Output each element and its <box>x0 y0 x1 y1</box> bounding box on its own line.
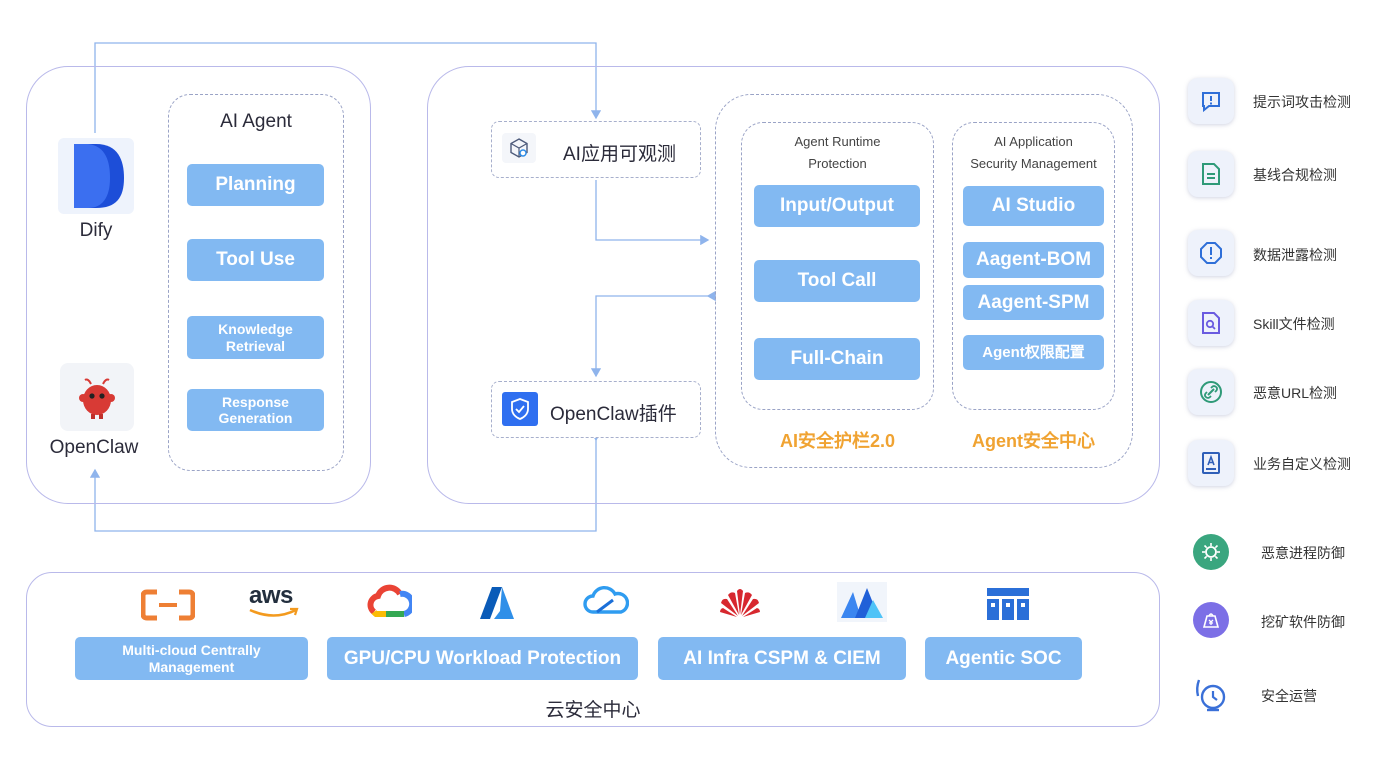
runtime-title-line1: Agent Runtime <box>794 134 881 149</box>
response-generation-button[interactable]: Response Generation <box>187 389 324 431</box>
app-security-box <box>952 122 1115 410</box>
cloud-security-center-title: 云安全中心 <box>545 700 641 721</box>
client-panel <box>26 66 371 504</box>
aws-logo-text: aws <box>249 582 293 609</box>
input-output-button[interactable]: Input/Output <box>754 185 920 227</box>
ai-agent-box <box>168 94 344 471</box>
runtime-protection-box <box>741 122 934 410</box>
aws-logo: aws <box>238 572 308 620</box>
ai-agent-title: AI Agent <box>220 111 292 132</box>
ai-infra-cspm-ciem-button[interactable]: AI Infra CSPM & CIEM <box>658 637 906 680</box>
side-feature-label: 数据泄露检测 <box>1253 247 1337 263</box>
google-cloud-logo <box>366 582 412 620</box>
openclaw-label: OpenClaw <box>49 437 139 458</box>
agent-bom-button[interactable]: Aagent-BOM <box>963 242 1104 278</box>
mining-icon[interactable] <box>1193 602 1229 638</box>
observability-to-guardrail-line <box>595 180 710 246</box>
side-feature-label: 业务自定义检测 <box>1253 456 1351 472</box>
gpu-cpu-workload-button[interactable]: GPU/CPU Workload Protection <box>327 637 638 680</box>
file-search-icon[interactable] <box>1188 300 1234 346</box>
plugin-to-guardrail-line <box>590 290 716 378</box>
azure-logo <box>478 585 516 621</box>
chat-alert-icon[interactable] <box>1188 78 1234 124</box>
side-feature-label: 基线合规检测 <box>1253 167 1337 183</box>
agent-spm-button[interactable]: Aagent-SPM <box>963 285 1104 320</box>
side-feature-label: 挖矿软件防御 <box>1261 614 1345 630</box>
full-chain-button[interactable]: Full-Chain <box>754 338 920 380</box>
huawei-cloud-logo <box>717 585 763 621</box>
tool-call-button[interactable]: Tool Call <box>754 260 920 302</box>
ai-studio-button[interactable]: AI Studio <box>963 186 1104 226</box>
side-feature-label: 安全运营 <box>1261 688 1317 704</box>
tool-use-button[interactable]: Tool Use <box>187 239 324 281</box>
volcengine-logo <box>837 582 887 622</box>
dify-label: Dify <box>79 220 113 241</box>
plugin-to-openclaw-line <box>89 432 602 532</box>
agentic-soc-logo <box>986 587 1030 621</box>
side-feature-label: 恶意URL检测 <box>1253 385 1338 401</box>
alibaba-cloud-logo <box>141 588 195 622</box>
openclaw-plugin-label: OpenClaw插件 <box>550 404 677 425</box>
agentic-soc-button[interactable]: Agentic SOC <box>925 637 1082 680</box>
cloud-security-center-panel <box>26 572 1160 727</box>
octagon-alert-icon[interactable] <box>1188 230 1234 276</box>
agent-permission-button[interactable]: Agent权限配置 <box>963 335 1104 370</box>
planning-button[interactable]: Planning <box>187 164 324 206</box>
openclaw-logo[interactable] <box>60 363 134 431</box>
agent-security-center-caption: Agent安全中心 <box>972 431 1095 451</box>
knowledge-retrieval-button[interactable]: Knowledge Retrieval <box>187 316 324 359</box>
document-icon[interactable] <box>1188 151 1234 197</box>
security-panel <box>427 66 1160 504</box>
runtime-title-line2: Protection <box>808 156 867 171</box>
app-security-title-line2: Security Management <box>970 156 1097 171</box>
guardrail-container <box>715 94 1133 468</box>
side-feature-label: 提示词攻击检测 <box>1253 94 1351 110</box>
dify-to-observability-line <box>94 42 602 133</box>
dify-logo[interactable] <box>58 138 134 214</box>
tencent-cloud-logo <box>583 584 629 620</box>
ai-observability-label: AI应用可观测 <box>563 144 676 165</box>
virus-icon[interactable] <box>1193 534 1229 570</box>
book-icon[interactable] <box>1188 440 1234 486</box>
observability-icon <box>502 133 536 163</box>
link-icon[interactable] <box>1188 369 1234 415</box>
multi-cloud-management-button[interactable]: Multi-cloud Centrally Management <box>75 637 308 680</box>
side-feature-label: 恶意进程防御 <box>1261 545 1345 561</box>
side-feature-label: Skill文件检测 <box>1253 316 1335 332</box>
shield-icon <box>502 392 538 426</box>
guardrail-caption: AI安全护栏2.0 <box>779 431 896 451</box>
app-security-title-line1: AI Application <box>994 134 1073 149</box>
alarm-icon[interactable] <box>1193 674 1233 714</box>
